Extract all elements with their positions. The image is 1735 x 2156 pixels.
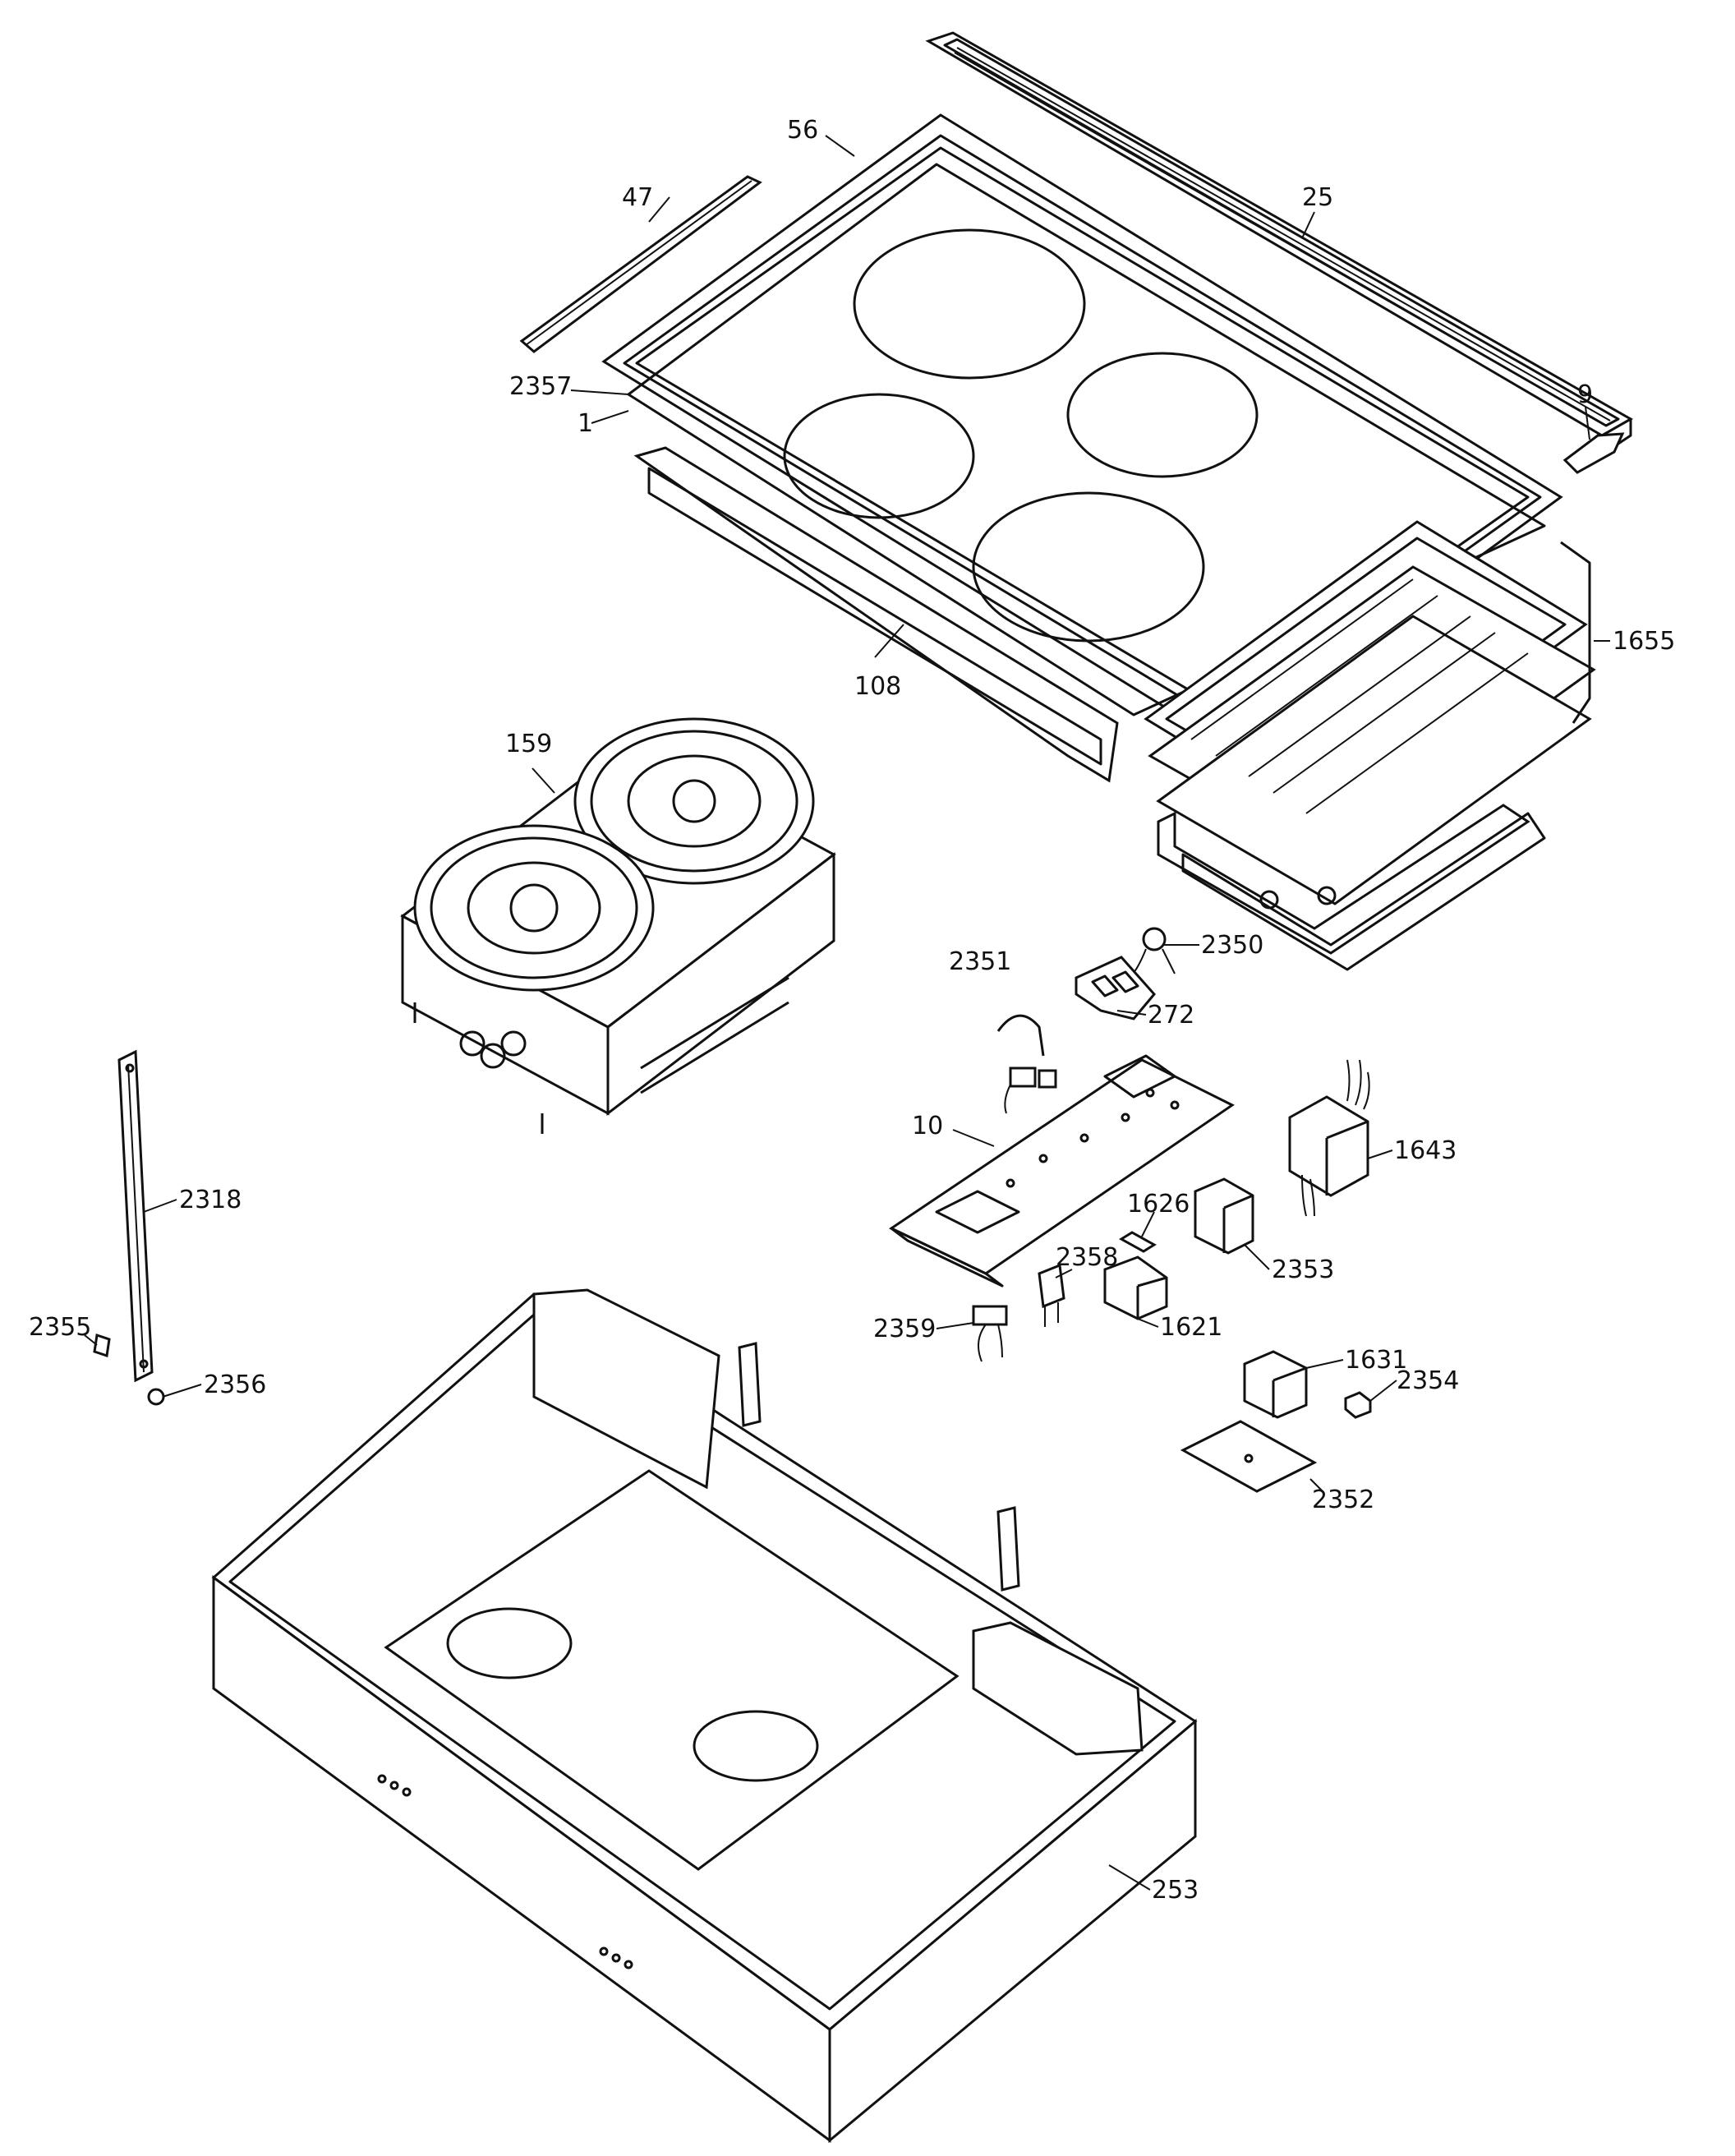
control-panel-assembly-1655: [1144, 520, 1596, 971]
label-2352: 2352: [1312, 1486, 1374, 1514]
label-2354: 2354: [1397, 1366, 1459, 1395]
transformer-1643: [1288, 1059, 1370, 1217]
control-keypad: [1190, 578, 1529, 814]
burner-circle: [783, 393, 975, 519]
terminal-block-272: [1075, 956, 1156, 1020]
burner-circle: [1066, 352, 1259, 478]
label-1621: 1621: [1160, 1313, 1222, 1342]
thermostat-2359: [972, 1305, 1008, 1362]
label-2318: 2318: [179, 1186, 242, 1214]
rear-vent-trim-25: [925, 31, 1634, 454]
thermal-switch-2358: [1038, 1263, 1065, 1327]
chassis-253: [211, 1288, 1198, 2144]
cooktop-frame-56: [601, 113, 1563, 745]
fuse-1626: [1119, 1231, 1157, 1253]
sensor-2350: [1129, 927, 1176, 979]
switch-2354: [1344, 1391, 1372, 1419]
label-108: 108: [854, 672, 901, 701]
leader-lines: [84, 135, 1610, 1891]
label-10: 10: [912, 1112, 943, 1140]
label-2358: 2358: [1056, 1243, 1118, 1272]
fuse-block-1621: [1103, 1255, 1168, 1320]
label-253: 253: [1152, 1876, 1199, 1905]
label-1626: 1626: [1127, 1190, 1190, 1219]
part-labels: 56 47 25 9 2357 1 108 1655 159 2351 2350…: [29, 116, 1675, 1905]
label-159: 159: [505, 730, 552, 758]
front-rail-108: [633, 446, 1119, 783]
label-1631: 1631: [1345, 1346, 1407, 1375]
side-trim-47: [519, 175, 762, 353]
label-2359: 2359: [873, 1315, 936, 1343]
cooktop-glass-1: [627, 163, 1546, 716]
wire-clip-2351: [996, 1014, 1057, 1114]
screw-2355: [93, 1334, 111, 1357]
relay-1631: [1243, 1350, 1308, 1419]
relay-2353: [1194, 1177, 1254, 1255]
end-cap-9: [1562, 432, 1625, 474]
burner-circle: [972, 491, 1205, 643]
radiant-element-assembly-159: [400, 717, 836, 1134]
side-strip-2318: [117, 1049, 154, 1383]
label-1: 1: [578, 409, 593, 438]
label-2357: 2357: [509, 372, 572, 401]
label-2355: 2355: [29, 1313, 91, 1342]
label-272: 272: [1148, 1001, 1194, 1030]
label-2353: 2353: [1272, 1255, 1334, 1284]
label-56: 56: [787, 116, 818, 145]
label-9: 9: [1577, 380, 1593, 409]
burner-circle: [853, 228, 1086, 380]
label-1655: 1655: [1613, 627, 1675, 656]
label-47: 47: [622, 183, 653, 212]
board-2352: [1180, 1420, 1318, 1493]
label-2351: 2351: [949, 947, 1011, 976]
mounting-plate-10: [888, 1054, 1235, 1288]
label-25: 25: [1302, 183, 1333, 212]
label-1643: 1643: [1394, 1136, 1457, 1165]
nut-2356: [147, 1388, 165, 1406]
label-2350: 2350: [1201, 931, 1263, 960]
label-2356: 2356: [204, 1371, 266, 1399]
